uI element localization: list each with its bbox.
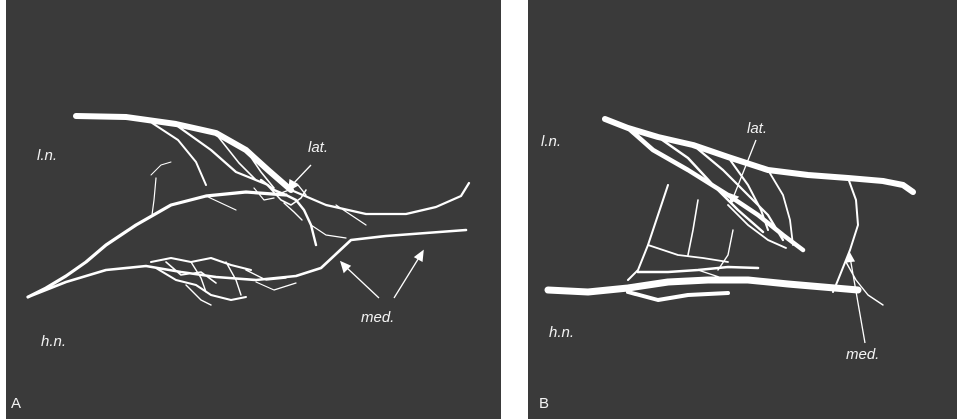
vessel-network-a xyxy=(6,0,501,419)
panel-letter: A xyxy=(11,396,21,411)
vessel-network-b xyxy=(528,0,957,419)
label-med: med. xyxy=(846,347,879,362)
label-hn: h.n. xyxy=(549,325,574,340)
label-lat: lat. xyxy=(747,121,767,136)
label-hn: h.n. xyxy=(41,334,66,349)
label-lat: lat. xyxy=(308,140,328,155)
label-ln: l.n. xyxy=(541,134,561,149)
panel-letter: B xyxy=(539,396,549,411)
figure-panel-a: l.n. lat. med. h.n. A xyxy=(6,0,501,419)
label-med: med. xyxy=(361,310,394,325)
label-ln: l.n. xyxy=(37,148,57,163)
figure-panel-b: l.n. lat. med. h.n. B xyxy=(528,0,957,419)
